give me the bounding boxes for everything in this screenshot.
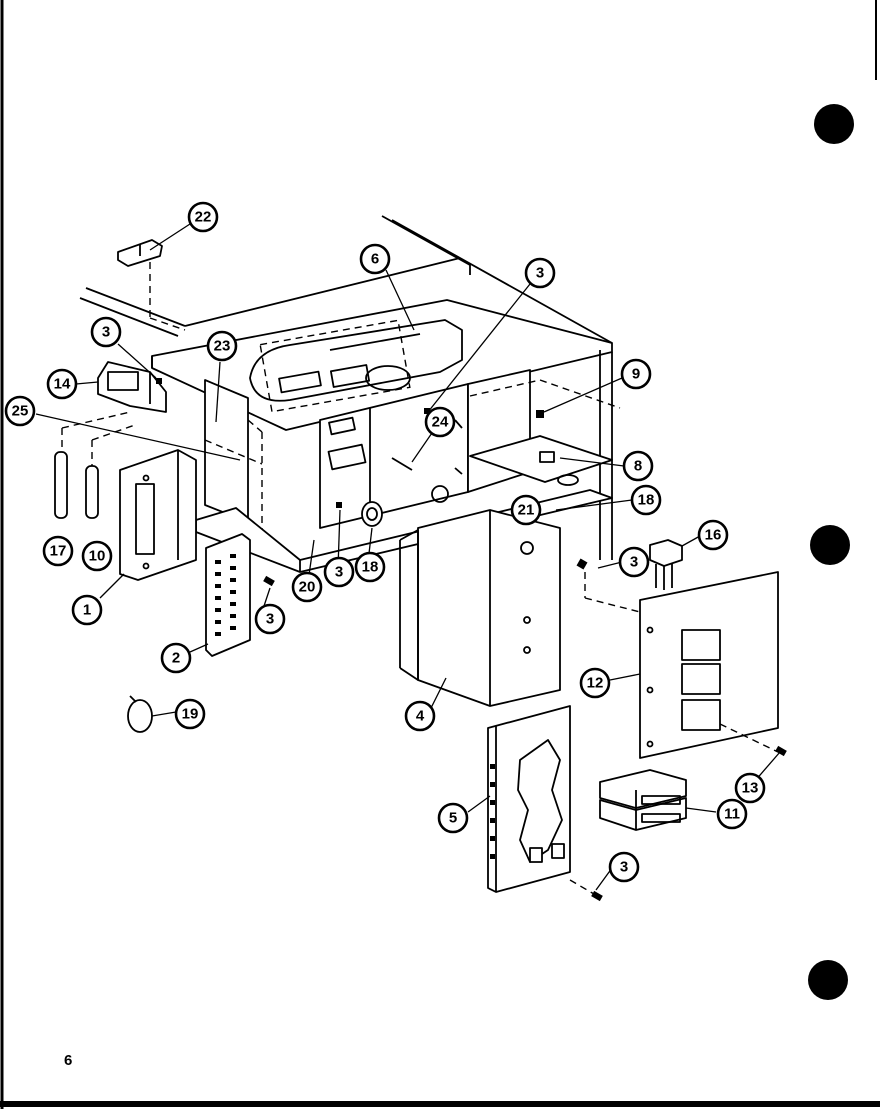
- svg-text:1: 1: [83, 602, 91, 619]
- switch-housing: [97, 361, 167, 413]
- callout-9: 9: [620, 358, 652, 390]
- mounting-plate: [487, 705, 595, 895]
- callout-19: 19: [174, 698, 206, 730]
- ring-part: [127, 695, 153, 733]
- relay-part: [649, 539, 683, 590]
- grommet: [361, 501, 383, 527]
- svg-text:5: 5: [449, 810, 457, 827]
- chassis-assembly: [79, 215, 621, 707]
- screws: [156, 378, 787, 902]
- svg-text:2: 2: [172, 650, 180, 667]
- grille-panel: [205, 533, 251, 657]
- svg-text:8: 8: [634, 458, 642, 475]
- svg-text:3: 3: [266, 611, 274, 628]
- callout-13: 13: [734, 772, 766, 804]
- callout-22: 22: [187, 201, 219, 233]
- svg-text:17: 17: [50, 543, 67, 560]
- svg-text:24: 24: [432, 414, 449, 431]
- svg-text:18: 18: [638, 492, 655, 509]
- svg-text:4: 4: [416, 708, 425, 725]
- callout-2: 2: [160, 642, 192, 674]
- svg-text:3: 3: [102, 324, 110, 341]
- callout-8: 8: [622, 450, 654, 482]
- svg-text:13: 13: [742, 780, 759, 797]
- callout-24: 24: [424, 406, 456, 438]
- svg-text:22: 22: [195, 209, 212, 226]
- bracket-part: [117, 239, 163, 267]
- svg-text:3: 3: [630, 554, 638, 571]
- callout-3: 3: [524, 257, 556, 289]
- callout-10: 10: [81, 540, 113, 572]
- panel-frame: [119, 449, 197, 581]
- svg-text:9: 9: [632, 366, 640, 383]
- callout-25: 25: [4, 395, 36, 427]
- callout-3: 3: [618, 546, 650, 578]
- svg-text:18: 18: [362, 559, 379, 576]
- control-panel: [584, 571, 779, 759]
- svg-text:3: 3: [620, 859, 628, 876]
- punch-hole-bottom: [808, 960, 848, 1000]
- rods: [54, 411, 136, 519]
- callout-6: 6: [359, 243, 391, 275]
- svg-text:21: 21: [518, 502, 535, 519]
- callout-3: 3: [90, 316, 122, 348]
- punch-hole-top: [814, 104, 854, 144]
- callout-3: 3: [254, 603, 286, 635]
- svg-text:10: 10: [89, 548, 106, 565]
- punch-hole-middle: [810, 525, 850, 565]
- callout-23: 23: [206, 330, 238, 362]
- callout-21: 21: [510, 494, 542, 526]
- svg-text:3: 3: [335, 564, 343, 581]
- callout-12: 12: [579, 667, 611, 699]
- svg-text:6: 6: [371, 251, 379, 268]
- svg-text:12: 12: [587, 675, 604, 692]
- svg-text:11: 11: [724, 806, 740, 823]
- callout-3: 3: [323, 556, 355, 588]
- callout-4: 4: [404, 700, 436, 732]
- callout-18: 18: [354, 551, 386, 583]
- callout-14: 14: [46, 368, 78, 400]
- callout-16: 16: [697, 519, 729, 551]
- svg-text:3: 3: [536, 265, 544, 282]
- svg-text:23: 23: [214, 338, 231, 355]
- svg-text:14: 14: [54, 376, 71, 393]
- callout-18: 18: [630, 484, 662, 516]
- callout-11: 11: [716, 798, 748, 830]
- callout-3: 3: [608, 851, 640, 883]
- page-number: 6: [64, 1052, 73, 1069]
- svg-text:20: 20: [299, 579, 316, 596]
- callout-5: 5: [437, 802, 469, 834]
- callout-20: 20: [291, 571, 323, 603]
- svg-text:19: 19: [182, 706, 199, 723]
- svg-text:25: 25: [12, 403, 29, 420]
- svg-text:16: 16: [705, 527, 722, 544]
- terminal-blocks: [599, 769, 687, 831]
- callout-1: 1: [71, 594, 103, 626]
- callout-17: 17: [42, 535, 74, 567]
